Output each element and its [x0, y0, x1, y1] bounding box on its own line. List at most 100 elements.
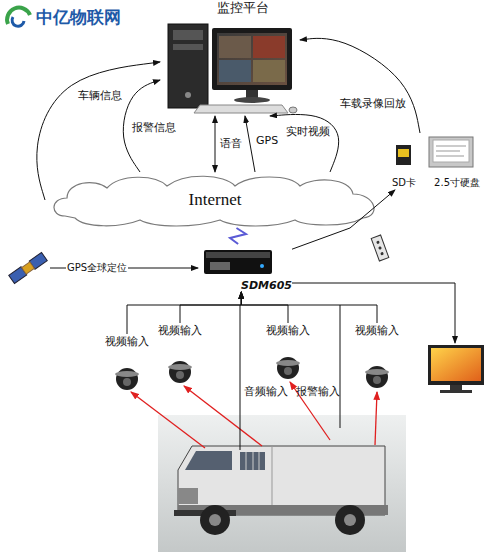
- grille: [178, 488, 198, 504]
- monitor-screen: [217, 33, 287, 85]
- power-button: [185, 92, 191, 98]
- lens: [123, 378, 131, 386]
- hub: [344, 514, 356, 526]
- sd-card: [396, 145, 411, 165]
- hard-disk-text: [436, 146, 466, 147]
- lens: [176, 371, 184, 379]
- input-label: 音频输入: [244, 384, 288, 399]
- camera-dome: [365, 366, 389, 388]
- dome-rim: [168, 364, 192, 370]
- mouse: [289, 107, 297, 113]
- tv-screen: [431, 348, 481, 381]
- node-text: 视频输入: [99, 334, 155, 349]
- camera-node: 视频输入: [99, 334, 155, 392]
- dome: [366, 366, 388, 388]
- lens: [284, 367, 292, 375]
- window-bar: [259, 452, 260, 470]
- node-text: Internet: [189, 190, 242, 210]
- remote-button: [378, 246, 382, 250]
- tv-base: [440, 390, 472, 393]
- hub: [209, 514, 221, 526]
- remote-body: [371, 235, 389, 261]
- node-text: 视频输入: [349, 323, 405, 338]
- pc-tower: [168, 24, 208, 108]
- video-tile: [253, 36, 285, 58]
- logo-swirl: [7, 8, 30, 24]
- monitor-wire: [292, 283, 455, 343]
- connector-arrow: [245, 116, 255, 172]
- platform-node: 监控平台: [160, 0, 300, 116]
- drive-bay: [173, 30, 203, 40]
- logo-swirl: [12, 17, 24, 26]
- remote-button: [376, 240, 380, 244]
- cloud-node: Internet: [45, 172, 385, 228]
- node-text: 2.5寸硬盘: [434, 176, 480, 190]
- tv-frame: [428, 345, 484, 385]
- alarm-wire: [340, 305, 341, 428]
- connector-arrow: [241, 292, 288, 323]
- edge-label: 报警信息: [132, 120, 176, 135]
- edge-label: 车载录像回放: [340, 96, 406, 111]
- edge-label: GPS: [256, 134, 278, 147]
- lens: [373, 376, 381, 384]
- side-window: [240, 452, 265, 470]
- dome-rim: [276, 360, 300, 366]
- node-text: SD卡: [392, 176, 416, 190]
- monitor-stand: [246, 90, 258, 98]
- dome: [277, 357, 299, 379]
- connector-arrow: [215, 116, 216, 172]
- node-text: 视频输入: [152, 323, 208, 338]
- camera-dome: [276, 357, 300, 379]
- dome: [116, 368, 138, 390]
- input-label: 报警输入: [296, 384, 340, 399]
- sd-card-label: [398, 149, 409, 157]
- dvr-slot: [210, 262, 230, 270]
- video-tile: [219, 36, 251, 58]
- windshield: [185, 451, 232, 470]
- camera-dome: [168, 361, 192, 383]
- monitor-bezel: [212, 28, 292, 90]
- tv-stand: [450, 385, 462, 390]
- hard-disk-text: [436, 156, 464, 157]
- watermark: 中亿物联网: [36, 6, 121, 29]
- dvr-led: [260, 264, 264, 268]
- door-seam: [272, 446, 273, 508]
- window-bar: [246, 452, 247, 470]
- video-tile: [253, 60, 285, 82]
- remote-control: [371, 235, 389, 261]
- device-node: SDM605: [198, 244, 292, 292]
- monitor-base: [234, 97, 270, 103]
- keyboard: [194, 105, 288, 113]
- wheel: [200, 505, 230, 535]
- storage-node: SD卡 2.5寸硬盘: [388, 133, 482, 190]
- dome: [169, 361, 191, 383]
- camera-node: 视频输入: [260, 323, 316, 381]
- mount-arrow: [131, 392, 205, 448]
- audio-wire: [240, 305, 241, 450]
- hard-disk-label: [433, 140, 469, 162]
- dvr-body: [204, 250, 272, 274]
- connector-arrow: [270, 114, 339, 172]
- drive-bay: [173, 44, 203, 50]
- dvr-panel: [206, 252, 270, 258]
- cloud-shape: [54, 176, 374, 226]
- camera-node: 视频输入: [349, 323, 405, 389]
- connector-arrow: [300, 38, 420, 133]
- edge-label: 实时视频: [286, 124, 330, 139]
- window-bar: [253, 452, 254, 470]
- edge-label: 语音: [220, 136, 242, 151]
- node-text: SDM605: [241, 279, 292, 292]
- satellite-body: [22, 262, 35, 274]
- edge-label: 车辆信息: [78, 88, 122, 103]
- dome-rim: [365, 369, 389, 375]
- remote-button: [380, 252, 384, 256]
- node-text: 监控平台: [186, 0, 300, 16]
- connector-arrow: [241, 292, 377, 323]
- hard-disk-text: [436, 151, 460, 152]
- wireless-link: [230, 228, 246, 244]
- dome-rim: [115, 371, 139, 377]
- satellite: [9, 252, 48, 283]
- mount-arrow: [375, 392, 377, 445]
- camera-dome: [115, 368, 139, 390]
- connector-arrow: [180, 292, 241, 323]
